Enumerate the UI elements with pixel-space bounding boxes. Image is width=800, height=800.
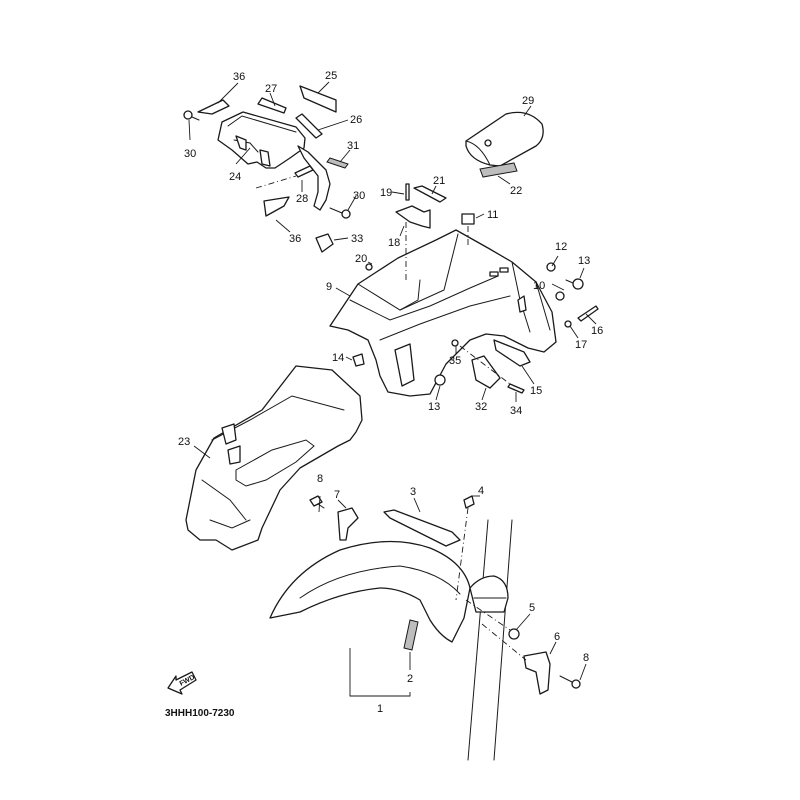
part-29-tail-light[interactable] [465, 111, 544, 167]
part-11-grommet[interactable] [461, 213, 475, 225]
callout-11[interactable]: 11 [487, 209, 498, 221]
part-7-bracket[interactable] [337, 507, 359, 541]
callout-19[interactable]: 19 [380, 187, 392, 199]
callout-1[interactable]: 1 [377, 703, 383, 715]
part-1-front-fender[interactable] [269, 540, 471, 643]
callout-30[interactable]: 30 [353, 190, 365, 202]
callout-27[interactable]: 27 [265, 83, 277, 95]
callout-12[interactable]: 12 [555, 241, 567, 253]
fender-hardware [352, 183, 599, 394]
part-30-screw-left[interactable] [183, 110, 193, 120]
part-28-pin[interactable] [294, 165, 314, 178]
callout-3[interactable]: 3 [410, 486, 416, 498]
part-36-upper-cover[interactable] [197, 99, 230, 115]
part-10-nut[interactable] [555, 291, 565, 301]
callout-24[interactable]: 24 [229, 171, 241, 183]
callout-21[interactable]: 21 [433, 175, 445, 187]
callout-6[interactable]: 6 [554, 631, 560, 643]
part-14-clip[interactable] [352, 353, 365, 367]
part-8-bolt-upper[interactable] [309, 495, 323, 507]
part-27-strip[interactable] [257, 97, 287, 114]
part-26-strip[interactable] [295, 113, 323, 139]
fwd-arrow-icon [167, 671, 197, 695]
part-6-bracket[interactable] [523, 651, 551, 695]
callout-33[interactable]: 33 [351, 233, 363, 245]
part-25-strip[interactable] [299, 85, 337, 113]
inner-fender-group [185, 365, 363, 551]
part-24-tail-cover[interactable] [217, 111, 306, 169]
callout-14[interactable]: 14 [332, 352, 344, 364]
callout-17[interactable]: 17 [575, 339, 587, 351]
callout-labels: 36 27 25 26 30 24 28 31 30 36 33 29 22 1… [178, 70, 603, 715]
fork-tube [467, 519, 489, 761]
part-32-plate[interactable] [471, 355, 501, 389]
part-21-strap[interactable] [413, 185, 447, 203]
callout-10[interactable]: 10 [533, 280, 545, 292]
part-3-plate[interactable] [383, 509, 461, 547]
callout-32[interactable]: 32 [475, 401, 487, 413]
part-19-bolt[interactable] [405, 183, 410, 201]
tail-light-group [465, 111, 544, 178]
callout-5[interactable]: 5 [529, 602, 535, 614]
callout-36[interactable]: 36 [233, 71, 245, 83]
leader-lines [188, 81, 597, 681]
part-17-washer[interactable] [564, 320, 572, 328]
callout-29[interactable]: 29 [522, 95, 534, 107]
tail-cover-group [183, 85, 351, 253]
part-33-bracket[interactable] [315, 233, 334, 253]
part-22-pad[interactable] [479, 162, 518, 178]
callout-31[interactable]: 31 [347, 140, 359, 152]
part-20-nut[interactable] [365, 263, 373, 271]
fwd-indicator: FWD [167, 671, 197, 695]
callout-28[interactable]: 28 [296, 193, 308, 205]
callout-13[interactable]: 13 [428, 401, 440, 413]
callout-16[interactable]: 16 [591, 325, 603, 337]
part-4-bolt[interactable] [463, 495, 475, 509]
callout-4[interactable]: 4 [478, 485, 484, 497]
front-fender-group [269, 495, 581, 761]
part-13-bolt-upper[interactable] [572, 278, 584, 290]
callout-36[interactable]: 36 [289, 233, 301, 245]
part-13-bolt-lower[interactable] [434, 374, 446, 386]
callout-20[interactable]: 20 [355, 253, 367, 265]
callout-22[interactable]: 22 [510, 185, 522, 197]
callout-18[interactable]: 18 [388, 237, 400, 249]
callout-26[interactable]: 26 [350, 114, 362, 126]
part-5-cap[interactable] [508, 628, 520, 640]
part-35-washer[interactable] [451, 339, 459, 347]
part-2-reflector[interactable] [403, 619, 419, 651]
callout-8[interactable]: 8 [583, 652, 589, 664]
part-8-bolt-lower[interactable] [571, 679, 581, 689]
part-30-screw-right[interactable] [341, 209, 351, 219]
callout-25[interactable]: 25 [325, 70, 337, 82]
callout-30[interactable]: 30 [184, 148, 196, 160]
callout-23[interactable]: 23 [178, 436, 190, 448]
callout-35[interactable]: 35 [449, 355, 461, 367]
part-18-bracket[interactable] [395, 205, 431, 229]
part-34-bolt[interactable] [507, 383, 525, 394]
diagram-code: 3HHH100-7230 [165, 708, 235, 719]
part-31-strip[interactable] [326, 157, 349, 169]
rear-fender-group [329, 229, 557, 397]
part-23-inner-fender[interactable] [185, 365, 363, 551]
callout-9[interactable]: 9 [326, 281, 332, 293]
callout-2[interactable]: 2 [407, 673, 413, 685]
callout-34[interactable]: 34 [510, 405, 522, 417]
part-12-nut[interactable] [546, 262, 556, 272]
callout-8[interactable]: 8 [317, 473, 323, 485]
callout-7[interactable]: 7 [334, 489, 340, 501]
part-36-lower-cover[interactable] [263, 196, 290, 217]
callout-13[interactable]: 13 [578, 255, 590, 267]
part-15-bracket[interactable] [493, 339, 531, 367]
part-16-reflector-pin[interactable] [577, 305, 599, 322]
callout-15[interactable]: 15 [530, 385, 542, 397]
